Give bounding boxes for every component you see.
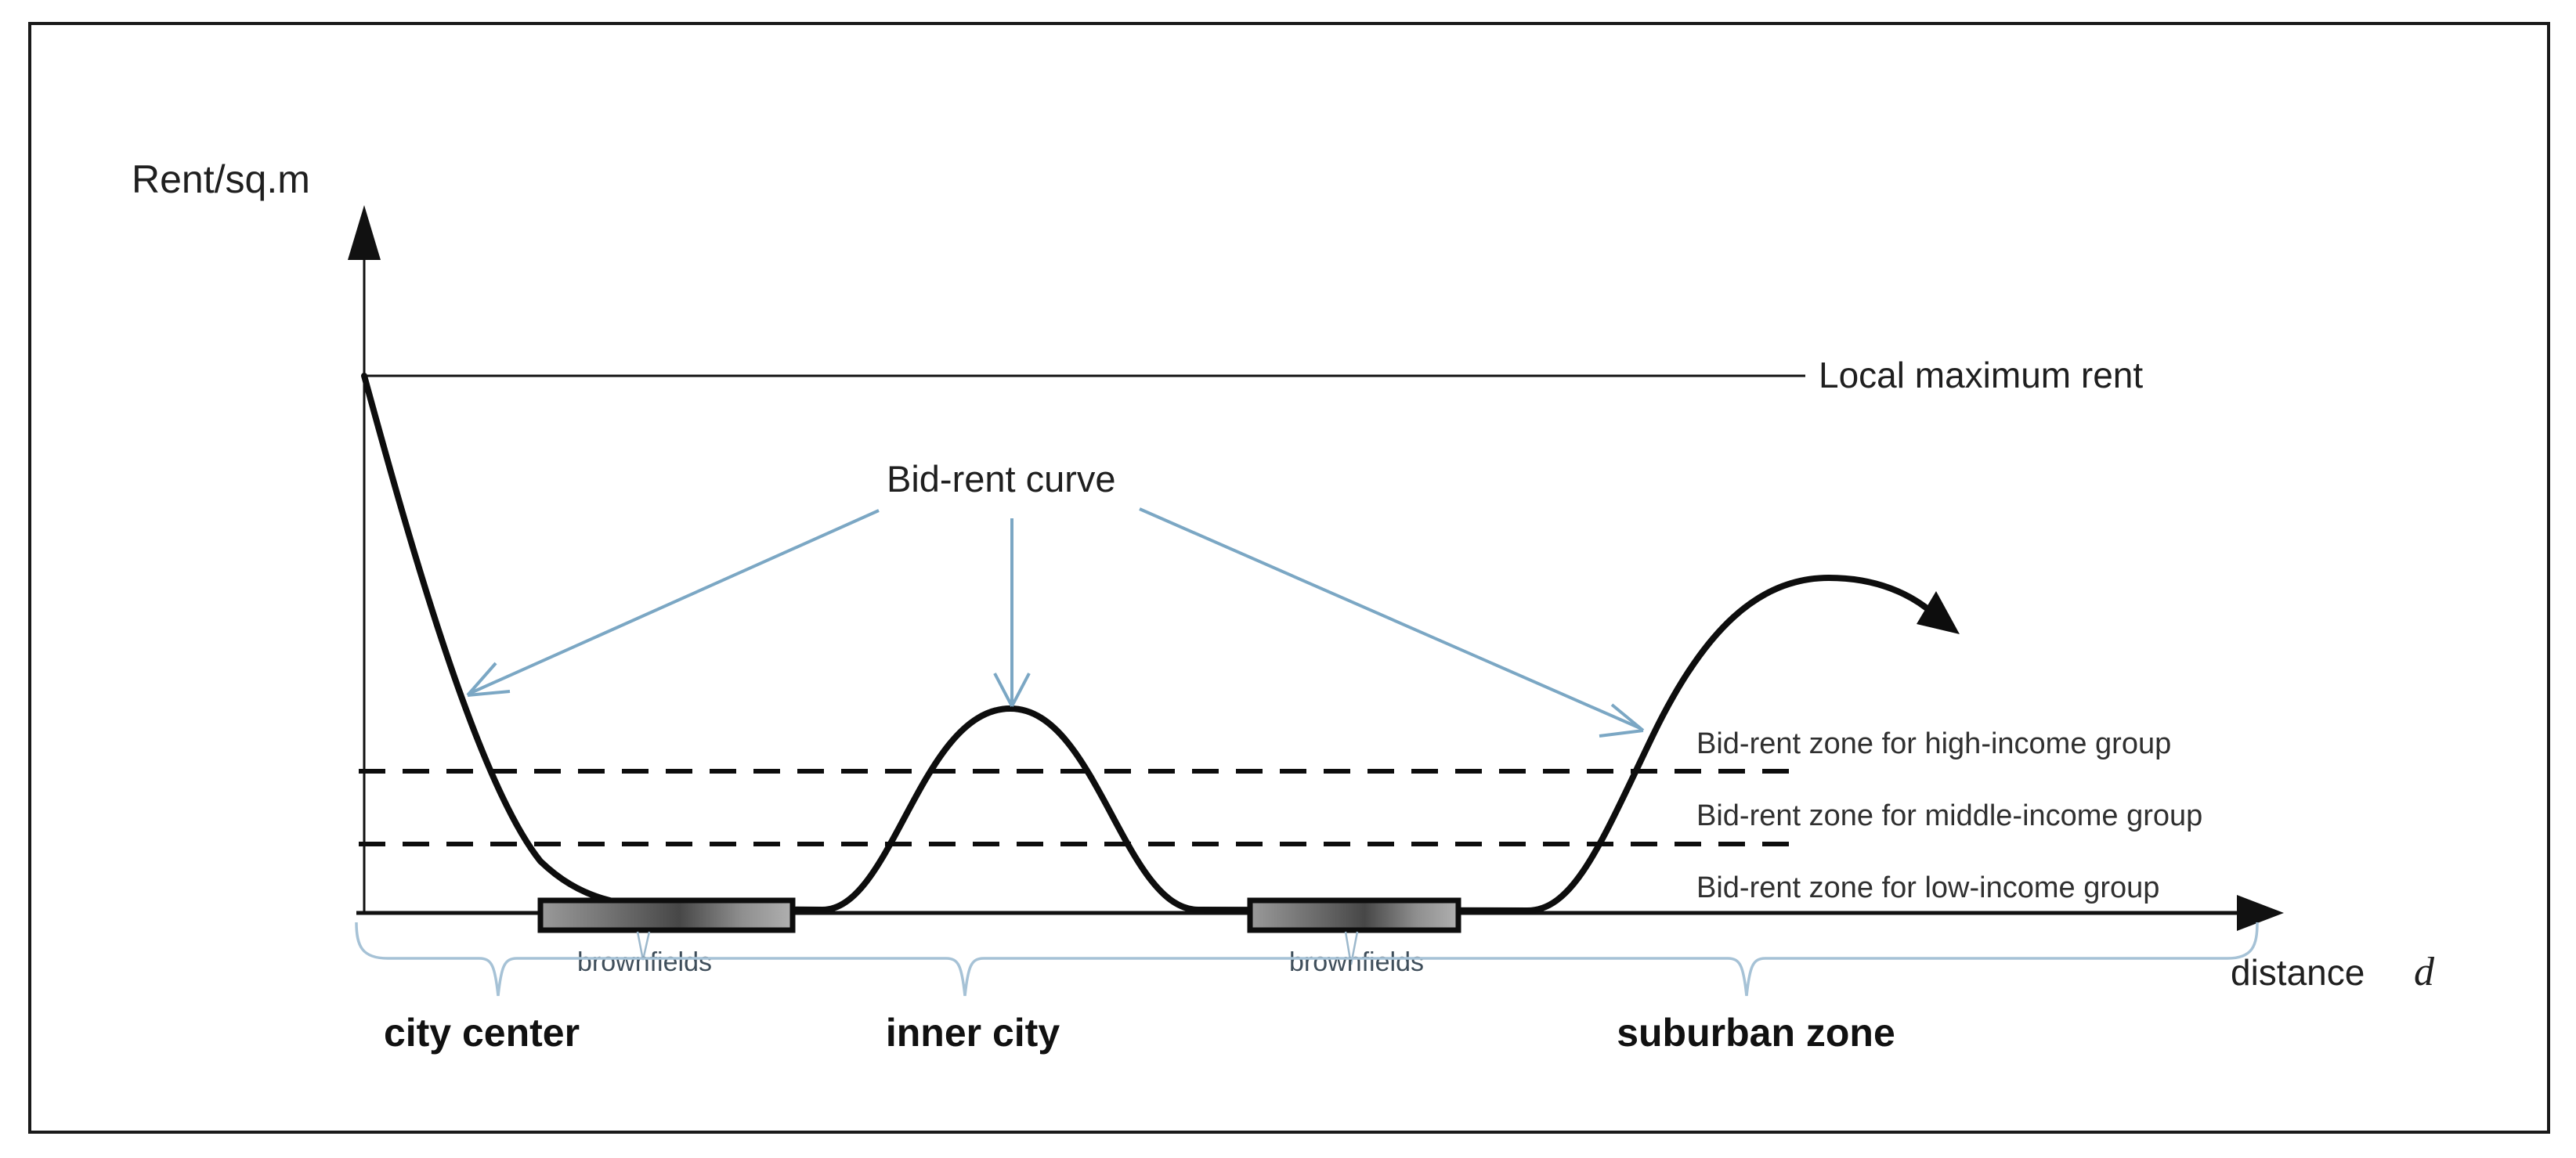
district-zones-brace [355,922,2259,997]
brownfield-bar-2 [1247,897,1461,933]
annotation-arrowhead-middle-icon [993,673,1031,707]
middle-income-zone-label: Bid-rent zone for middle-income group [1696,799,2202,832]
brownfields-callout-pointer-1 [636,931,651,961]
annotation-arrowhead-left-icon [466,662,511,697]
district-label-suburban-zone: suburban zone [1617,1011,1895,1055]
bid-rent-curve [361,373,1938,914]
bid-rent-curve-annotation-arrows [466,507,1645,738]
x-axis-variable: d [2414,950,2435,994]
x-axis-arrow-icon [2237,895,2284,931]
y-axis-label: Rent/sq.m [132,157,310,201]
figure-border [28,22,2550,1134]
y-axis-arrow-icon [348,205,381,260]
annotation-arrowhead-right-icon [1599,703,1645,738]
annotation-arrow-right [1139,507,1641,730]
high-income-zone-label: Bid-rent zone for high-income group [1696,727,2171,760]
district-label-city-center: city center [384,1011,580,1055]
bid-rent-curve-label: Bid-rent curve [887,458,1116,500]
low-income-zone-label: Bid-rent zone for low-income group [1696,871,2159,904]
local-maximum-rent-label: Local maximum rent [1819,355,2143,395]
brownfields-callout-pointer-2 [1344,931,1359,965]
brownfields-label-2: brownfields [1289,947,1424,977]
brownfields-label-1: brownfields [577,947,712,977]
brownfield-bar-1 [537,897,796,933]
curve-end-arrow-icon [1917,591,1960,634]
x-axis-label: distance [2231,952,2365,993]
district-label-inner-city: inner city [886,1011,1060,1055]
annotation-arrow-left [470,509,880,694]
